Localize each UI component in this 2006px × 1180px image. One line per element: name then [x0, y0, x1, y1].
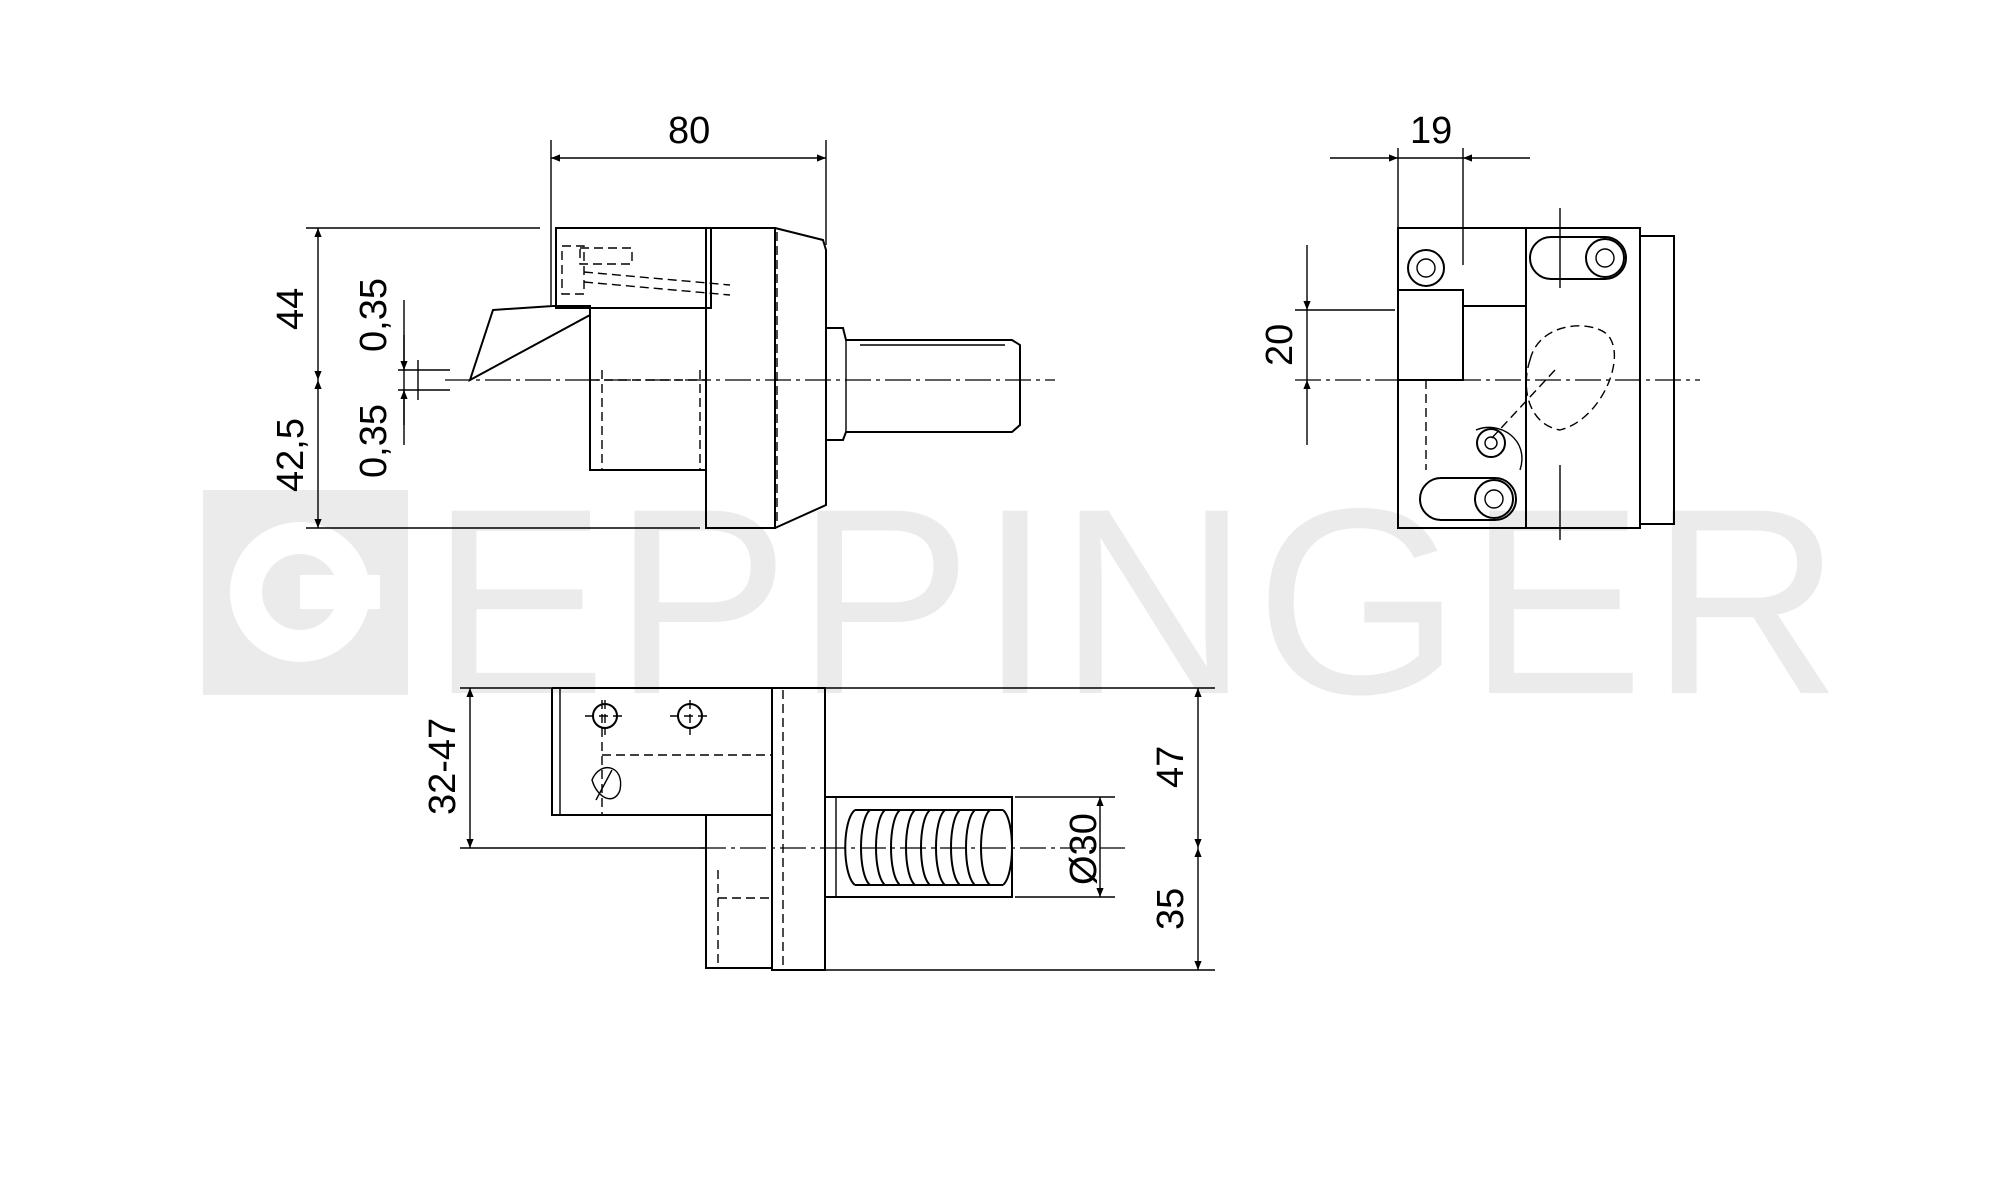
front-view: 80 44 42,5 0,35 0,35 [270, 110, 1055, 529]
dim-bottom-diameter: Ø30 [1063, 813, 1105, 885]
dim-bottom-height: 47 [1150, 746, 1192, 788]
watermark: EPPINGER [203, 454, 1848, 750]
dim-height-lower: 42,5 [270, 418, 312, 492]
side-view: 19 20 [1259, 110, 1700, 540]
dim-top-width: 80 [668, 110, 710, 152]
watermark-text: EPPINGER [430, 454, 1848, 750]
dim-bottom-range: 32-47 [422, 718, 464, 815]
top-view: 32-47 47 35 Ø30 [422, 687, 1215, 971]
dim-side-width: 19 [1410, 110, 1452, 152]
dim-height-upper: 44 [270, 288, 312, 330]
dim-offset-upper: 0,35 [353, 278, 395, 352]
dim-bottom-lower: 35 [1150, 888, 1192, 930]
watermark-logo-icon [203, 490, 408, 695]
dim-offset-lower: 0,35 [353, 404, 395, 478]
dim-side-height: 20 [1259, 324, 1301, 366]
